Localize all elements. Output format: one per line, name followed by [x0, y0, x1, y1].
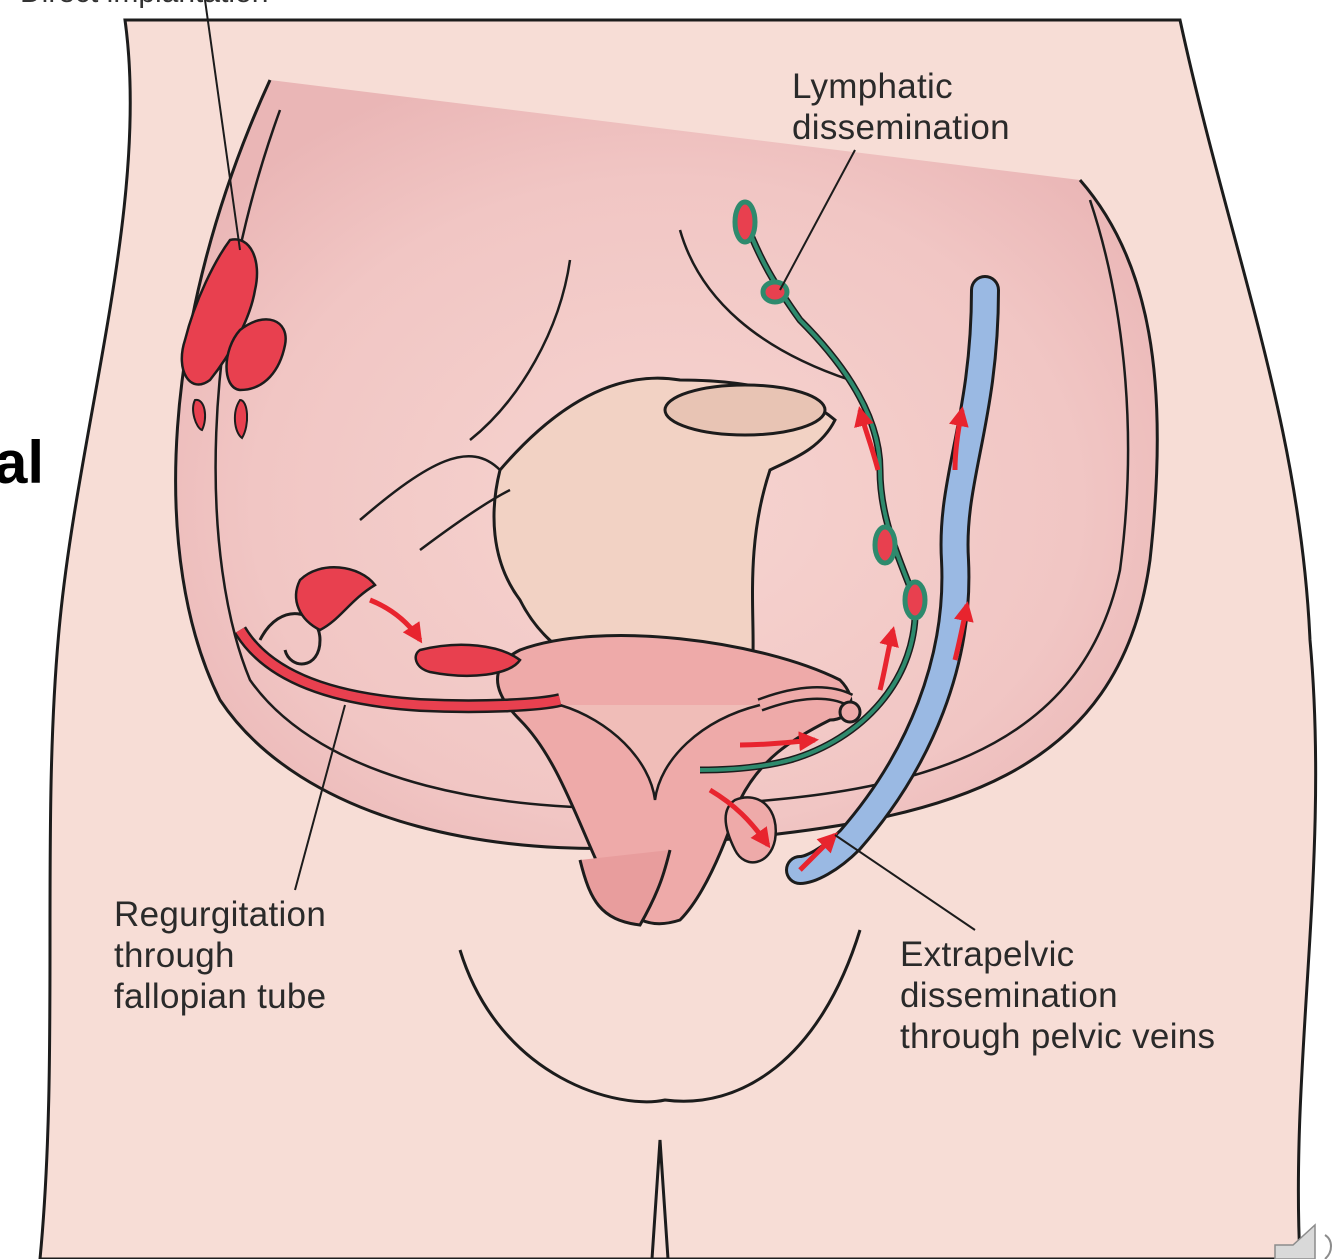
label-extrapelvic-dissemination: Extrapelvic dissemination through pelvic…: [900, 934, 1215, 1057]
top-cut-label: Direct implantation: [20, 0, 268, 10]
label-line: dissemination: [792, 107, 1010, 148]
lymph-node-1: [735, 202, 755, 242]
label-line: fallopian tube: [114, 976, 326, 1017]
label-line: dissemination: [900, 975, 1215, 1016]
slide-text-fragment: al: [0, 430, 44, 496]
implant-drop-2: [235, 400, 247, 438]
label-line: Lymphatic: [792, 66, 1010, 107]
label-line: through pelvic veins: [900, 1016, 1215, 1057]
label-regurgitation: Regurgitation through fallopian tube: [114, 894, 326, 1017]
bowel-lumen: [665, 385, 825, 435]
lymph-node-3: [875, 527, 895, 563]
lymph-node-4: [905, 582, 925, 618]
label-line: Regurgitation: [114, 894, 326, 935]
label-lymphatic-dissemination: Lymphatic dissemination: [792, 66, 1010, 148]
tube-opening: [840, 702, 860, 722]
label-line: Extrapelvic: [900, 934, 1215, 975]
label-line: through: [114, 935, 326, 976]
